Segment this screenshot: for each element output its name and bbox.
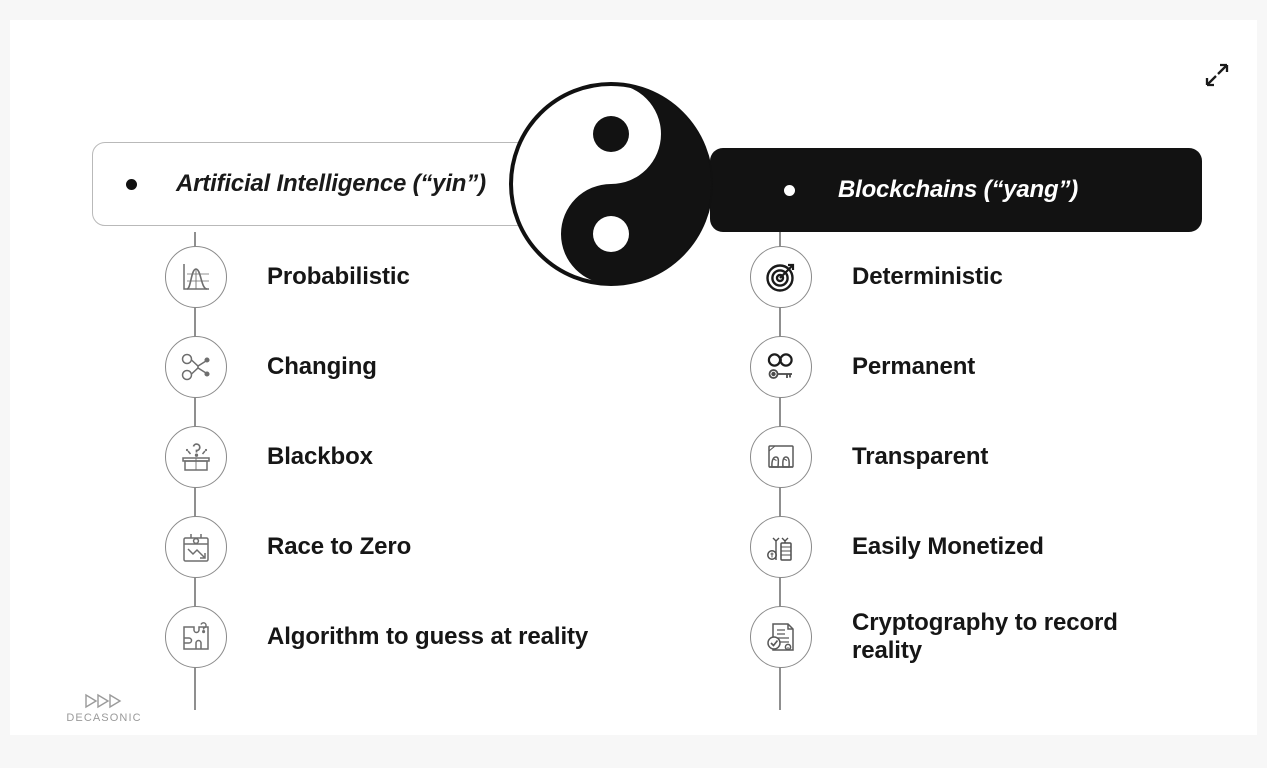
bell-curve-chart-icon [165,246,227,308]
gears-network-icon [165,336,227,398]
header-artificial-intelligence[interactable]: Artificial Intelligence (“yin”) [92,142,552,226]
list-item[interactable]: Changing [165,322,588,412]
logo-text: DECASONIC [66,712,142,724]
bullet-icon [126,178,137,190]
question-box-icon [165,426,227,488]
list-item-label: Algorithm to guess at reality [267,622,589,650]
list-item[interactable]: Permanent [750,322,1182,412]
header-left-label: Artificial Intelligence (“yin”) [176,170,486,197]
list-item-label: Deterministic [852,262,1003,290]
target-arrow-icon [750,246,812,308]
list-item-label: Changing [267,352,377,380]
list-item[interactable]: Deterministic [750,232,1182,322]
header-blockchains[interactable]: Blockchains (“yang”) [710,148,1202,232]
decasonic-logo: DECASONIC [54,692,154,724]
list-item-label: Cryptography to record reality [852,608,1118,664]
list-item[interactable]: Blackbox [165,412,588,502]
expand-diagonal-icon[interactable] [1203,62,1229,88]
list-item-label: Race to Zero [267,532,412,560]
declining-chart-icon [165,516,227,578]
fast-forward-triangles-icon [85,693,122,709]
puzzle-question-icon [165,606,227,668]
list-item[interactable]: Easily Monetized [750,502,1182,592]
yin-yang-symbol [505,78,717,290]
list-item-label: Transparent [852,442,989,470]
transparent-window-icon [750,426,812,488]
coins-growth-icon [750,516,812,578]
slide-card: Artificial Intelligence (“yin”) Blockcha… [10,20,1257,735]
column-blockchains: Deterministic [750,232,1182,710]
infinity-key-icon [750,336,812,398]
list-item[interactable]: Race to Zero [165,502,588,592]
list-item-label: Blackbox [267,442,373,470]
column-artificial-intelligence: Probabilistic Changin [165,232,588,710]
list-item-label: Easily Monetized [852,532,1044,560]
bullet-icon [784,184,795,196]
list-item[interactable]: Probabilistic [165,232,588,322]
header-right-label: Blockchains (“yang”) [838,176,1079,203]
list-item[interactable]: Transparent [750,412,1182,502]
list-item[interactable]: Algorithm to guess at reality [165,592,588,682]
certified-document-icon [750,606,812,668]
list-item[interactable]: Cryptography to record reality [750,592,1182,682]
list-item-label: Probabilistic [267,262,410,290]
list-item-label: Permanent [852,352,976,380]
